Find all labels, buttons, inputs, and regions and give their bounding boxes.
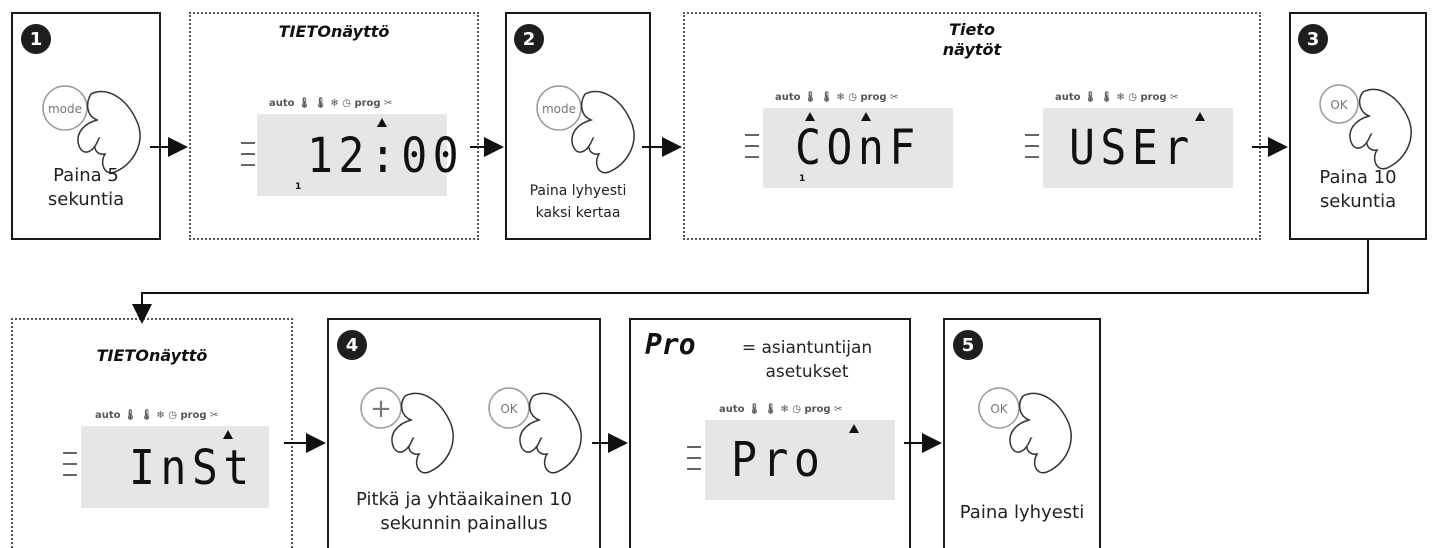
lcd-mode-icons: auto 🌡 🌡 ❄ ◷ prog ✂	[719, 404, 843, 415]
lcd-level-bars	[1025, 134, 1039, 167]
lcd-indicator-triangle	[861, 112, 871, 121]
step-3-panel: 3 OK Paina 10 sekuntia	[1289, 12, 1427, 240]
step-2-caption: Paina lyhyesti kaksi kertaa	[529, 183, 627, 221]
step-3-caption: Paina 10 sekuntia	[1319, 167, 1397, 212]
pro-symbol: Pro	[645, 328, 696, 361]
hand-pressing-ok-button-icon: OK	[488, 387, 582, 474]
lcd-screen	[1043, 108, 1233, 188]
flow-arrow-return	[132, 240, 1369, 324]
hand-pressing-mode-button-icon: mode	[42, 85, 141, 174]
svg-text:OK: OK	[1330, 98, 1348, 112]
step-number-badge: 3	[1298, 24, 1328, 54]
info-displays-title: Tieto näytöt	[942, 20, 1002, 59]
step-number-badge: 1	[21, 24, 51, 54]
lcd-small-digit: 1	[295, 182, 302, 192]
lcd-screen	[257, 114, 447, 196]
hand-pressing-ok-button-icon: OK	[978, 387, 1072, 474]
info-display-title: TIETOnäyttö	[96, 346, 208, 365]
lcd-readout-inst: InSt	[129, 440, 255, 496]
step-number-badge: 2	[514, 24, 544, 54]
pro-label: = asiantuntijan asetukset	[741, 338, 873, 382]
lcd-readout-user: USEr	[1069, 120, 1195, 176]
hand-pressing-plus-button-icon: +	[360, 387, 454, 474]
lcd-indicator-triangle	[805, 112, 815, 121]
step-1-caption: Paina 5 sekuntia	[47, 165, 125, 210]
svg-text:mode: mode	[542, 102, 576, 116]
lcd-indicator-triangle	[223, 430, 233, 439]
step-5-caption: Paina lyhyesti	[959, 502, 1085, 523]
info-display-panel-2: TIETOnäyttö auto 🌡 🌡 ❄ ◷ prog ✂ InSt	[11, 318, 293, 548]
lcd-mode-icons: auto 🌡 🌡 ❄ ◷ prog ✂	[1055, 92, 1179, 103]
info-display-panel-1: TIETOnäyttö auto 🌡 🌡 ❄ ◷ prog ✂ 12:00 1	[189, 12, 479, 240]
svg-text:+: +	[370, 394, 392, 424]
svg-text:OK: OK	[990, 402, 1008, 416]
step-number-badge: 5	[953, 330, 983, 360]
step-1-panel: 1 mode Paina 5 sekuntia	[11, 12, 161, 240]
info-display-title: TIETOnäyttö	[278, 22, 390, 41]
lcd-indicator-triangle	[849, 424, 859, 433]
lcd-level-bars	[687, 446, 701, 479]
lcd-mode-icons: auto 🌡 🌡 ❄ ◷ prog ✂	[269, 98, 393, 109]
lcd-readout-conf: COnF	[795, 120, 921, 176]
step-4-caption: Pitkä ja yhtäaikainen 10 sekunnin painal…	[356, 489, 572, 534]
lcd-level-bars	[745, 134, 759, 167]
lcd-mode-icons: auto 🌡 🌡 ❄ ◷ prog ✂	[95, 410, 219, 421]
hand-pressing-mode-button-icon: mode	[536, 85, 635, 174]
step-2-panel: 2 mode Paina lyhyesti kaksi kertaa	[505, 12, 651, 240]
step-4-panel: 4 + OK Pitkä ja yhtäaikainen 10 sekunnin…	[327, 318, 601, 548]
lcd-level-bars	[241, 142, 255, 175]
lcd-screen	[705, 420, 895, 500]
hand-pressing-ok-button-icon: OK	[1319, 84, 1412, 170]
lcd-readout: 12:00	[307, 128, 465, 184]
step-5-panel: 5 OK Paina lyhyesti	[943, 318, 1101, 548]
info-displays-panel: Tieto näytöt auto 🌡 🌡 ❄ ◷ prog ✂ COnF 1 …	[683, 12, 1261, 240]
lcd-small-digit: 1	[799, 174, 806, 184]
lcd-mode-icons: auto 🌡 🌡 ❄ ◷ prog ✂	[775, 92, 899, 103]
lcd-indicator-triangle	[377, 118, 387, 127]
lcd-screen	[81, 426, 269, 508]
lcd-screen	[763, 108, 953, 188]
pro-settings-panel: Pro = asiantuntijan asetukset auto 🌡 🌡 ❄…	[629, 318, 911, 548]
step-number-badge: 4	[337, 330, 367, 360]
svg-text:OK: OK	[500, 402, 518, 416]
lcd-level-bars	[63, 452, 77, 485]
lcd-readout-pro: Pro	[731, 432, 826, 488]
lcd-indicator-triangle	[1195, 112, 1205, 121]
svg-text:mode: mode	[48, 102, 82, 116]
